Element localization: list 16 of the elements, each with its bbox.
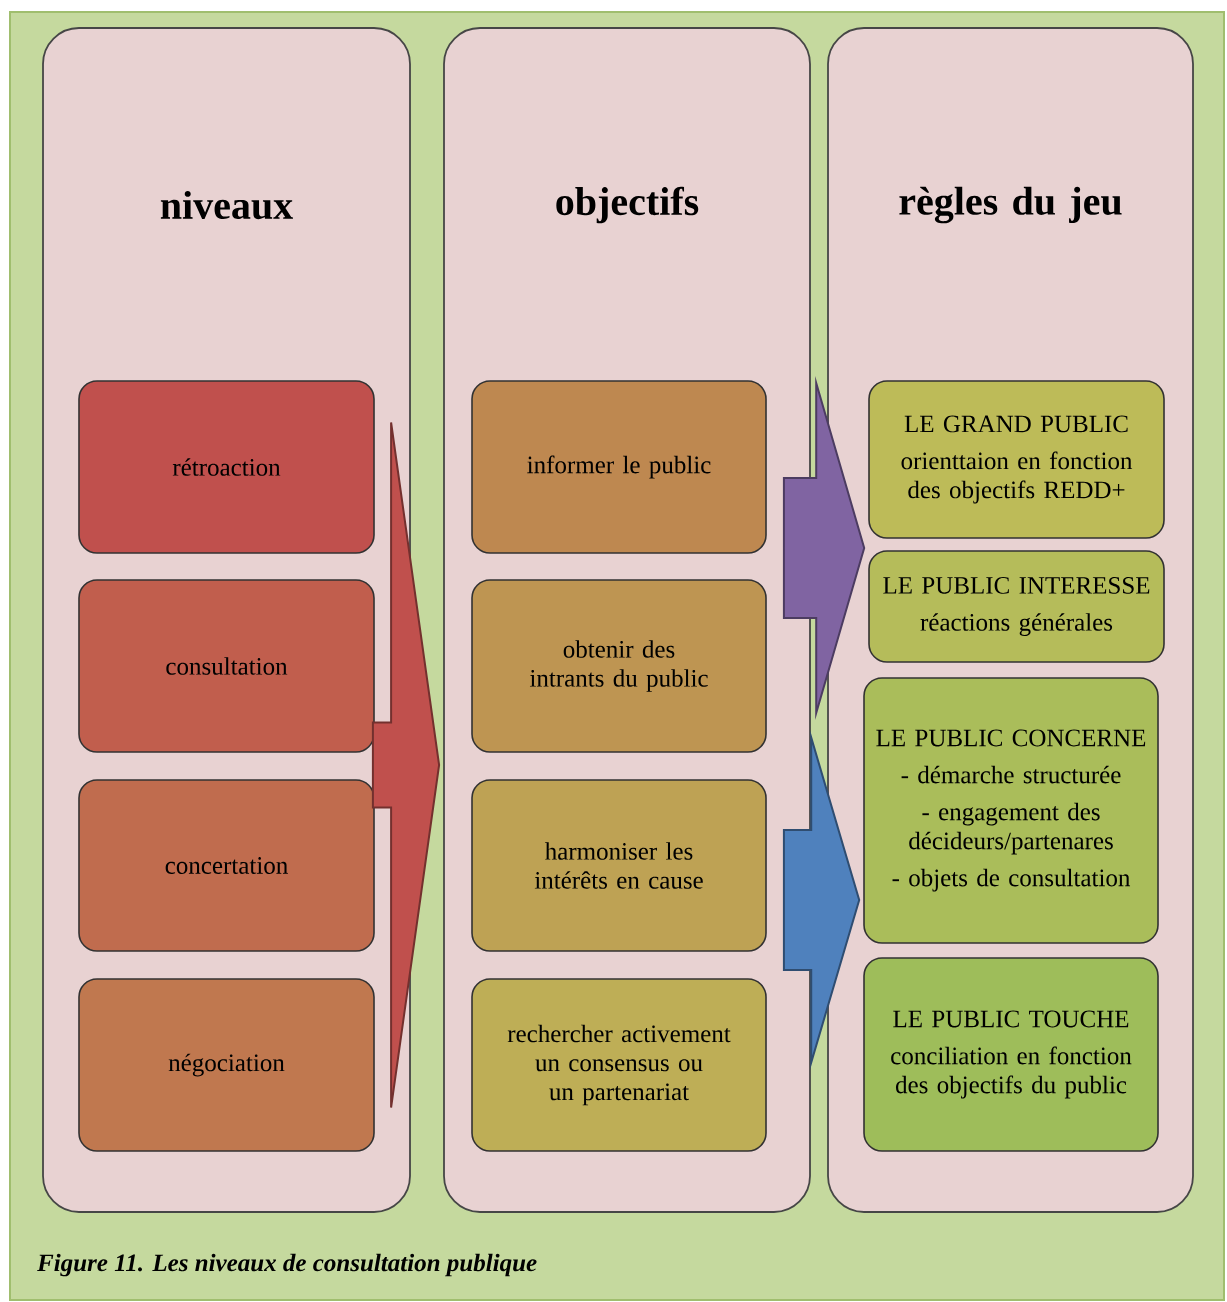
rounded-box: rétroaction <box>78 380 375 554</box>
rounded-box: LE PUBLIC INTERESSE réactions générales <box>868 550 1165 663</box>
rounded-box: consultation <box>78 579 375 753</box>
block-arrow <box>782 376 866 721</box>
rounded-box: rechercher activement un consensus ou un partenariat <box>471 978 767 1152</box>
rounded-box: harmoniser les intérêts en cause <box>471 779 767 952</box>
rounded-box: LE PUBLIC TOUCHE conciliation en fonction des objectifs du public <box>863 957 1159 1152</box>
figure-caption: Figure 11. Les niveaux de consultation publique <box>37 1253 537 1277</box>
rounded-box: obtenir des intrants du public <box>471 579 767 753</box>
rounded-box: concertation <box>78 779 375 952</box>
block-arrow <box>371 421 441 1109</box>
rounded-box: négociation <box>78 978 375 1152</box>
rounded-box: LE GRAND PUBLIC orienttaion en fonction des objectifs REDD+ <box>868 380 1165 539</box>
block-arrow <box>782 730 861 1070</box>
rounded-box: LE PUBLIC CONCERNE - démarche structurée - engagement des décideurs/partenares - objets de consultation <box>863 677 1159 944</box>
rounded-box: informer le public <box>471 380 767 554</box>
